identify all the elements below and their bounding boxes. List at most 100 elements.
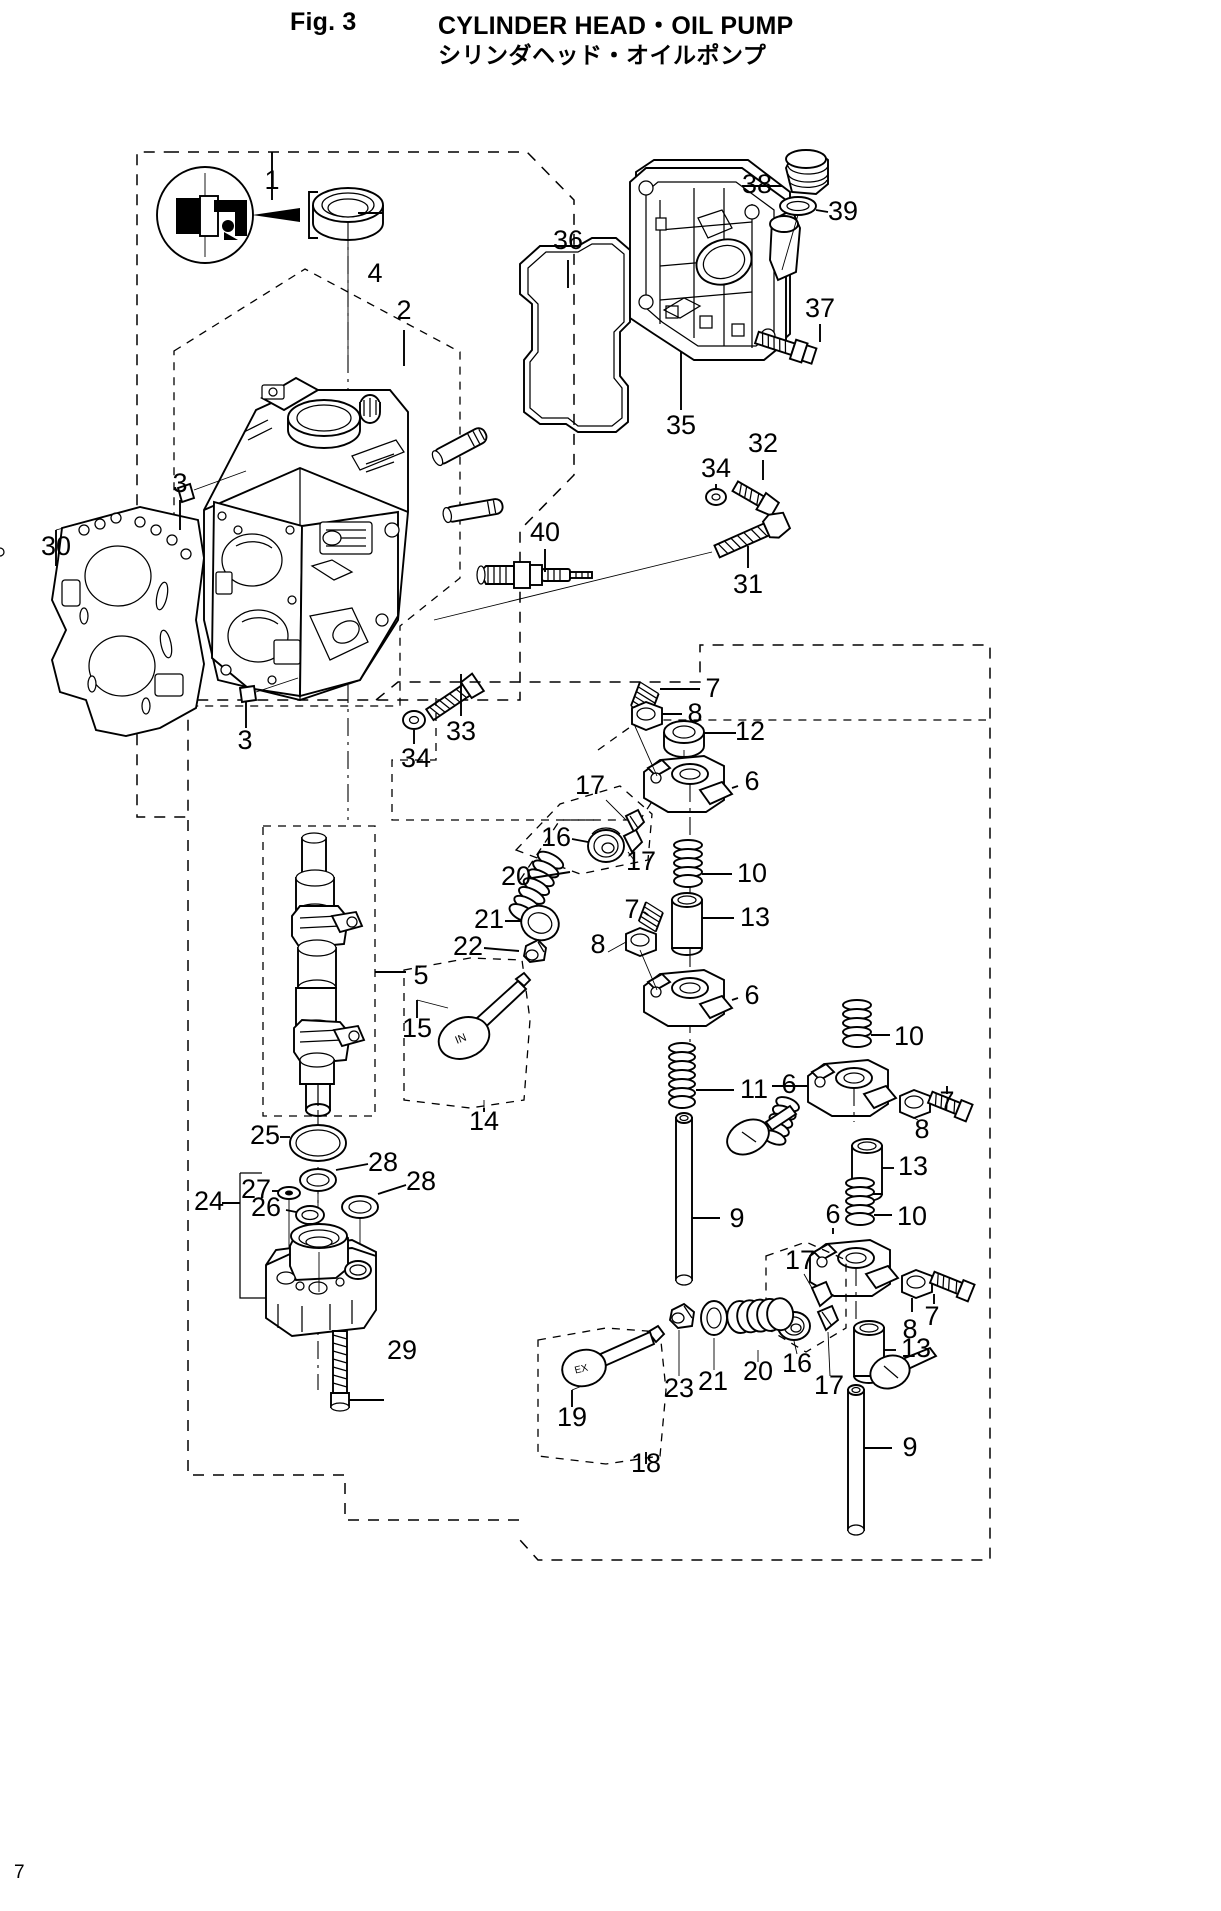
part-14-intake-valve-group: IN xyxy=(403,957,532,1112)
callout-27: 27 xyxy=(241,1174,271,1204)
part-8-lock-nut-mid xyxy=(607,926,657,958)
callout-31: 31 xyxy=(733,569,763,599)
callout-2: 2 xyxy=(396,295,411,325)
part-27-washer-tiny xyxy=(272,1186,301,1260)
callout-15: 15 xyxy=(402,1013,432,1043)
callout-7b: 7 xyxy=(624,894,639,924)
valve-seal-group-upper xyxy=(514,785,653,875)
detail-callout-bubble xyxy=(156,166,318,264)
part-8-lock-nut-upper xyxy=(631,700,682,732)
callout-11: 11 xyxy=(740,1074,768,1104)
part-26-o-ring-small xyxy=(285,1205,325,1225)
part-35-oil-pump-cover xyxy=(629,159,801,410)
exhaust-valve-right xyxy=(726,1096,800,1156)
part-25-o-ring-large xyxy=(280,1124,347,1162)
callout-36: 36 xyxy=(553,225,583,255)
part-10-valve-spring-small-lower xyxy=(845,1177,892,1226)
part-21-spring-retainer-upper xyxy=(505,904,560,942)
callout-16b: 16 xyxy=(782,1348,812,1378)
callout-13: 13 xyxy=(740,902,770,932)
exploded-view-drawing: IN xyxy=(0,60,1221,1860)
part-5-camshaft xyxy=(262,825,406,1390)
part-3-dowel-pin-lower xyxy=(238,677,299,728)
callout-8d: 8 xyxy=(902,1314,917,1344)
part-2-cylinder-head-block xyxy=(203,376,409,701)
callout-28: 28 xyxy=(368,1147,398,1177)
callout-40: 40 xyxy=(530,517,560,547)
part-23-valve-cotters-lower xyxy=(668,1302,696,1376)
part-7-rocker-spring-mid xyxy=(637,901,664,933)
part-12-pivot-cap xyxy=(663,720,736,776)
callout-30: 30 xyxy=(41,531,71,561)
callout-13c: 13 xyxy=(901,1333,931,1363)
callout-7c: 7 xyxy=(939,1086,954,1116)
callout-10: 10 xyxy=(737,858,767,888)
callout-10b: 10 xyxy=(894,1021,924,1051)
part-29-oil-pump-bolt xyxy=(330,1330,384,1412)
part-32-bolt-short xyxy=(731,460,781,517)
part-38-oil-filler-cap xyxy=(742,149,829,195)
part-34-washer-lower xyxy=(402,710,426,744)
callout-34: 34 xyxy=(701,453,731,483)
callout-21: 21 xyxy=(474,904,504,934)
callout-17d: 17 xyxy=(814,1370,844,1400)
callout-35: 35 xyxy=(666,410,696,440)
part-20-valve-spring-lower xyxy=(726,1297,795,1362)
callout-1: 1 xyxy=(264,165,279,195)
part-7-rocker-screw-right xyxy=(926,1086,974,1123)
callout-14: 14 xyxy=(469,1106,499,1136)
callout-18: 18 xyxy=(631,1448,661,1478)
callout-6d: 6 xyxy=(825,1199,840,1229)
part-31-head-bolt-long xyxy=(433,511,792,621)
callout-3: 3 xyxy=(172,468,187,498)
callout-38: 38 xyxy=(742,169,772,199)
part-36-cover-gasket xyxy=(519,237,631,433)
part-10-valve-spring-small-upper xyxy=(673,839,732,888)
part-13-valve-lifter-upper xyxy=(671,892,734,956)
part-8-lock-nut-right xyxy=(899,1088,931,1121)
part-30-cylinder-head-gasket xyxy=(0,506,205,737)
misc-plugs xyxy=(359,394,504,524)
part-34-washer-upper xyxy=(705,484,727,506)
figure-label: Fig. 3 xyxy=(290,8,357,36)
part-33-bolt-medium xyxy=(424,672,486,722)
part-37-flange-bolt xyxy=(753,324,821,365)
callout-8: 8 xyxy=(687,698,702,728)
intake-valve-mark: IN xyxy=(454,1032,469,1047)
page-title-english: CYLINDER HEAD・OIL PUMP xyxy=(438,12,794,40)
callout-22: 22 xyxy=(453,931,483,961)
callout-33: 33 xyxy=(446,716,476,746)
group-2-boundary xyxy=(173,268,461,707)
part-6-rocker-arm-right xyxy=(772,1059,898,1122)
callout-23: 23 xyxy=(664,1373,694,1403)
callout-20b: 20 xyxy=(743,1356,773,1386)
part-9-push-rod-upper xyxy=(675,1112,720,1286)
callout-9: 9 xyxy=(729,1203,744,1233)
callout-28b: 28 xyxy=(406,1166,436,1196)
part-11-push-rod-spring xyxy=(668,1042,734,1109)
part-40-spark-plug xyxy=(476,549,593,589)
callout-37: 37 xyxy=(805,293,835,323)
callout-13b: 13 xyxy=(898,1151,928,1181)
callout-34b: 34 xyxy=(401,743,431,773)
callout-20: 20 xyxy=(501,861,531,891)
callout-numbers: 1 2 3 4 3 5 6 6 6 6 7 7 7 7 8 8 8 8 9 9 … xyxy=(41,165,955,1478)
callout-29: 29 xyxy=(387,1335,417,1365)
valve-train-group-boundary xyxy=(375,644,991,1561)
part-9-push-rod-lower xyxy=(847,1384,892,1536)
callout-32: 32 xyxy=(748,428,778,458)
callout-17b: 17 xyxy=(626,846,656,876)
callout-7d: 7 xyxy=(924,1301,939,1331)
callout-6c: 6 xyxy=(781,1069,796,1099)
part-6-rocker-arm-upper xyxy=(633,723,739,1070)
page-number: 7 xyxy=(14,1862,25,1883)
part-6-rocker-arm-lower xyxy=(809,1228,900,1320)
part-21-spring-retainer-lower xyxy=(700,1300,728,1370)
part-39-filler-cap-o-ring xyxy=(779,196,829,271)
callout-25: 25 xyxy=(250,1120,280,1150)
callout-16: 16 xyxy=(541,822,571,852)
part-10-valve-spring-small-right xyxy=(842,999,890,1048)
callout-19: 19 xyxy=(557,1402,587,1432)
callout-8b: 8 xyxy=(590,929,605,959)
